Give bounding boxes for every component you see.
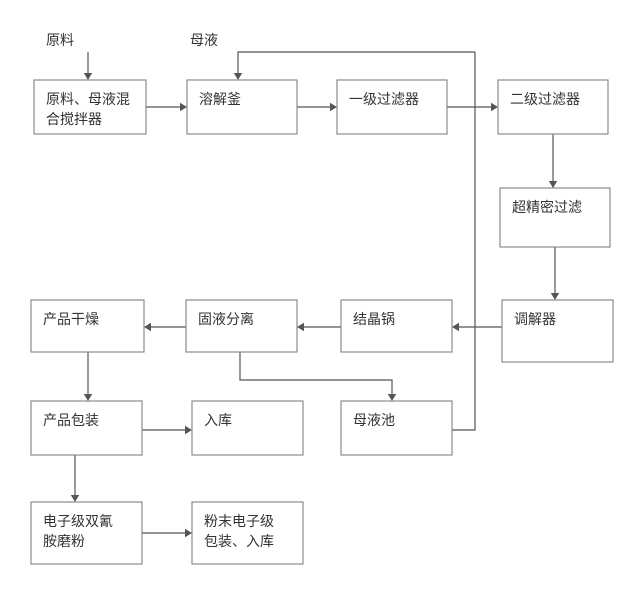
node-box-raw-material-mother-liquor-mixer[interactable] bbox=[33, 79, 147, 135]
node-label-ultra-precision-filtration: 超精密过滤 bbox=[512, 199, 582, 216]
free-labels-layer: 原料 母液 bbox=[46, 33, 218, 49]
mother-liquor-return-to-dissolver-line bbox=[237, 51, 475, 78]
node-box-product-drying[interactable] bbox=[30, 299, 145, 353]
node-box-dissolving-kettle[interactable] bbox=[186, 79, 298, 135]
node-box-primary-filter[interactable] bbox=[336, 79, 448, 135]
node-label-product-drying: 产品干燥 bbox=[43, 312, 99, 328]
node-label-mother-liquor-pool: 母液池 bbox=[353, 413, 395, 429]
label-mother-liquor: 母液 bbox=[190, 33, 218, 49]
dissolver-to-primary-filter-arrowhead bbox=[330, 102, 337, 112]
node-label-electronic-grade-dicyandiamide-grinding-line1: 电子级双氰 bbox=[43, 514, 113, 530]
separator-to-mother-liquor-pool-line bbox=[239, 352, 393, 399]
node-label-product-packaging: 产品包装 bbox=[43, 413, 99, 429]
node-secondary-filter[interactable]: 二级过滤器 bbox=[497, 79, 609, 135]
node-primary-filter[interactable]: 一级过滤器 bbox=[336, 79, 448, 135]
secondary-filter-to-ultra-filtration bbox=[548, 134, 558, 188]
mother-liquor-return-to-dissolver bbox=[233, 51, 475, 80]
node-box-solid-liquid-separation[interactable] bbox=[185, 299, 298, 353]
separator-to-product-drying-arrowhead bbox=[144, 322, 151, 332]
node-dissolving-kettle[interactable]: 溶解釜 bbox=[186, 79, 298, 135]
node-solid-liquid-separation[interactable]: 固液分离 bbox=[185, 299, 298, 353]
mother-liquor-return-to-dissolver-arrowhead bbox=[233, 73, 243, 80]
node-crystallization-pot[interactable]: 结晶锅 bbox=[340, 299, 453, 353]
product-drying-to-packaging-arrowhead bbox=[83, 394, 93, 401]
mother-liquor-pool-to-return-riser-line bbox=[452, 52, 476, 431]
node-box-ultra-precision-filtration[interactable] bbox=[499, 187, 611, 248]
node-label-electronic-grade-dicyandiamide-grinding-line2: 胺磨粉 bbox=[43, 534, 85, 550]
packaging-to-grinding bbox=[70, 455, 80, 502]
node-label-secondary-filter: 二级过滤器 bbox=[510, 92, 580, 108]
secondary-filter-to-ultra-filtration-arrowhead bbox=[548, 181, 558, 188]
raw-material-inflow-arrow bbox=[83, 52, 93, 80]
crystallization-pot-to-separator bbox=[297, 322, 341, 332]
separator-to-mother-liquor-pool-arrowhead bbox=[387, 394, 397, 401]
ultra-filtration-to-regulator-arrowhead bbox=[550, 293, 560, 300]
node-label-crystallization-pot: 结晶锅 bbox=[353, 312, 395, 328]
mixer-to-dissolver-arrowhead bbox=[180, 102, 187, 112]
node-box-regulator[interactable] bbox=[501, 299, 614, 363]
separator-to-mother-liquor-pool bbox=[239, 352, 397, 401]
packaging-to-warehousing-arrowhead bbox=[185, 425, 192, 435]
node-label-raw-material-mother-liquor-mixer-line2: 合搅拌器 bbox=[46, 112, 102, 128]
node-label-solid-liquid-separation: 固液分离 bbox=[198, 311, 254, 328]
node-label-powder-electronic-grade-packaging-warehousing-line1: 粉末电子级 bbox=[204, 514, 274, 530]
node-box-powder-electronic-grade-packaging-warehousing[interactable] bbox=[191, 501, 304, 565]
mixer-to-dissolver bbox=[146, 102, 187, 112]
node-ultra-precision-filtration[interactable]: 超精密过滤 bbox=[499, 187, 611, 248]
node-label-dissolving-kettle: 溶解釜 bbox=[199, 92, 241, 108]
regulator-to-crystallization-pot-arrowhead bbox=[452, 322, 459, 332]
node-product-packaging[interactable]: 产品包装 bbox=[30, 400, 143, 456]
node-box-crystallization-pot[interactable] bbox=[340, 299, 453, 353]
node-regulator[interactable]: 调解器 bbox=[501, 299, 614, 363]
raw-material-inflow-arrow-arrowhead bbox=[83, 73, 93, 80]
node-mother-liquor-pool[interactable]: 母液池 bbox=[340, 400, 453, 456]
node-product-drying[interactable]: 产品干燥 bbox=[30, 299, 145, 353]
separator-to-product-drying bbox=[144, 322, 186, 332]
nodes-layer: 原料、母液混合搅拌器溶解釜一级过滤器二级过滤器超精密过滤调解器结晶锅固液分离产品… bbox=[30, 79, 614, 565]
grinding-to-powder-packaging-arrowhead bbox=[185, 528, 192, 538]
dissolver-to-primary-filter bbox=[297, 102, 337, 112]
node-box-electronic-grade-dicyandiamide-grinding[interactable] bbox=[30, 501, 143, 565]
node-label-raw-material-mother-liquor-mixer-line1: 原料、母液混 bbox=[46, 92, 130, 108]
node-label-regulator: 调解器 bbox=[514, 312, 556, 328]
regulator-to-crystallization-pot bbox=[452, 322, 502, 332]
node-label-primary-filter: 一级过滤器 bbox=[349, 92, 419, 108]
packaging-to-grinding-arrowhead bbox=[70, 495, 80, 502]
packaging-to-warehousing bbox=[142, 425, 192, 435]
edges-layer bbox=[70, 51, 560, 538]
ultra-filtration-to-regulator bbox=[550, 247, 560, 300]
node-label-warehousing: 入库 bbox=[204, 413, 232, 429]
node-label-powder-electronic-grade-packaging-warehousing-line2: 包装、入库 bbox=[204, 534, 274, 550]
primary-filter-to-secondary-filter bbox=[447, 102, 498, 112]
node-box-product-packaging[interactable] bbox=[30, 400, 143, 456]
node-box-warehousing[interactable] bbox=[191, 400, 304, 456]
node-box-mother-liquor-pool[interactable] bbox=[340, 400, 453, 456]
product-drying-to-packaging bbox=[83, 352, 93, 401]
mother-liquor-pool-to-return-riser bbox=[452, 52, 476, 431]
crystallization-pot-to-separator-arrowhead bbox=[297, 322, 304, 332]
grinding-to-powder-packaging bbox=[142, 528, 192, 538]
primary-filter-to-secondary-filter-arrowhead bbox=[491, 102, 498, 112]
node-warehousing[interactable]: 入库 bbox=[191, 400, 304, 456]
label-raw-material: 原料 bbox=[46, 33, 74, 49]
node-box-secondary-filter[interactable] bbox=[497, 79, 609, 135]
